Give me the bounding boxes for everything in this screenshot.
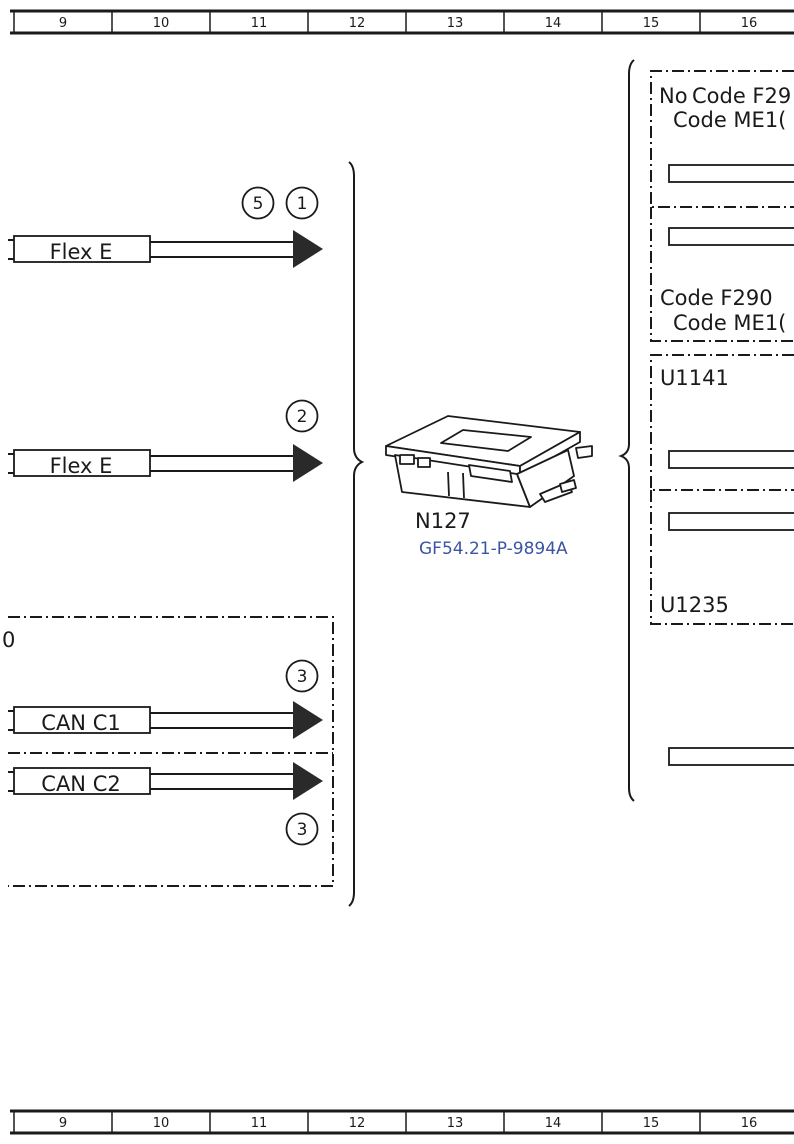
callout-1: 1	[285, 186, 319, 220]
signal-can-c2: CAN C2	[8, 762, 323, 800]
grid-number-bottom: 11	[251, 1116, 268, 1131]
left-box-partial-label: 0	[2, 628, 15, 652]
code-line: Code F29	[692, 84, 791, 108]
grid-number-bottom: 15	[643, 1116, 660, 1131]
output-connector	[668, 512, 794, 531]
arrow-head	[293, 230, 323, 268]
output-connector	[668, 747, 794, 766]
signal-label: CAN C1	[41, 711, 120, 735]
grid-number-bottom: 12	[349, 1116, 366, 1131]
code-line: U1235	[660, 593, 729, 617]
grid-number-top: 16	[741, 16, 758, 31]
output-connector	[668, 227, 794, 246]
code-block-2: Code F290 Code ME1(	[650, 207, 794, 342]
output-brace	[618, 59, 635, 802]
grid-number-top: 10	[153, 16, 170, 31]
output-connector	[668, 450, 794, 469]
code-block-u1141: U1141	[650, 354, 794, 491]
callout-2: 2	[285, 399, 319, 433]
signal-box	[13, 767, 151, 795]
grid-number-bottom: 16	[741, 1116, 758, 1131]
control-unit-icon	[385, 415, 593, 508]
code-line: Code ME1(	[673, 108, 786, 132]
signal-box	[13, 235, 151, 263]
code-block-u1235: U1235	[650, 490, 794, 625]
callout-number: 3	[297, 667, 308, 687]
signal-flex-e-1: Flex E	[8, 230, 323, 268]
grid-number-top: 9	[59, 16, 67, 31]
callout-number: 5	[253, 194, 264, 214]
code-block-1: No Code F29 Code ME1(	[650, 70, 794, 208]
callout-3-top: 3	[285, 659, 319, 693]
arrow-head	[293, 762, 323, 800]
grid-number-top: 11	[251, 16, 268, 31]
code-line: Code F290	[660, 286, 773, 310]
arrow-head	[293, 701, 323, 739]
callout-number: 1	[297, 194, 308, 214]
component-name: N127	[415, 509, 471, 533]
grid-number-bottom: 13	[447, 1116, 464, 1131]
grid-number-top: 15	[643, 16, 660, 31]
signal-label: Flex E	[50, 240, 113, 264]
callout-3-bottom: 3	[285, 812, 319, 846]
input-brace	[348, 161, 365, 907]
grid-number-top: 14	[545, 16, 562, 31]
grid-ruler-top: 9 10 11 12 13 14 15 16	[10, 9, 794, 35]
grid-number-top: 12	[349, 16, 366, 31]
code-line: U1141	[660, 366, 729, 390]
signal-label: CAN C2	[41, 772, 120, 796]
arrow-head	[293, 444, 323, 482]
component-reference-link[interactable]: GF54.21-P-9894A	[419, 539, 568, 559]
callout-number: 3	[297, 820, 308, 840]
callout-5: 5	[241, 186, 275, 220]
signal-flex-e-2: Flex E	[8, 444, 323, 482]
grid-number-bottom: 9	[59, 1116, 67, 1131]
signal-box	[13, 449, 151, 477]
signal-box	[13, 706, 151, 734]
output-connector	[668, 164, 794, 183]
code-line: Code ME1(	[673, 311, 786, 335]
signal-label: Flex E	[50, 454, 113, 478]
grid-ruler-bottom: 9 10 11 12 13 14 15 16	[10, 1109, 794, 1135]
grid-number-top: 13	[447, 16, 464, 31]
callout-number: 2	[297, 407, 308, 427]
code-no-prefix: No	[659, 84, 688, 108]
grid-number-bottom: 14	[545, 1116, 562, 1131]
can-group-box: 0	[2, 616, 334, 887]
grid-number-bottom: 10	[153, 1116, 170, 1131]
signal-can-c1: CAN C1	[8, 701, 323, 739]
